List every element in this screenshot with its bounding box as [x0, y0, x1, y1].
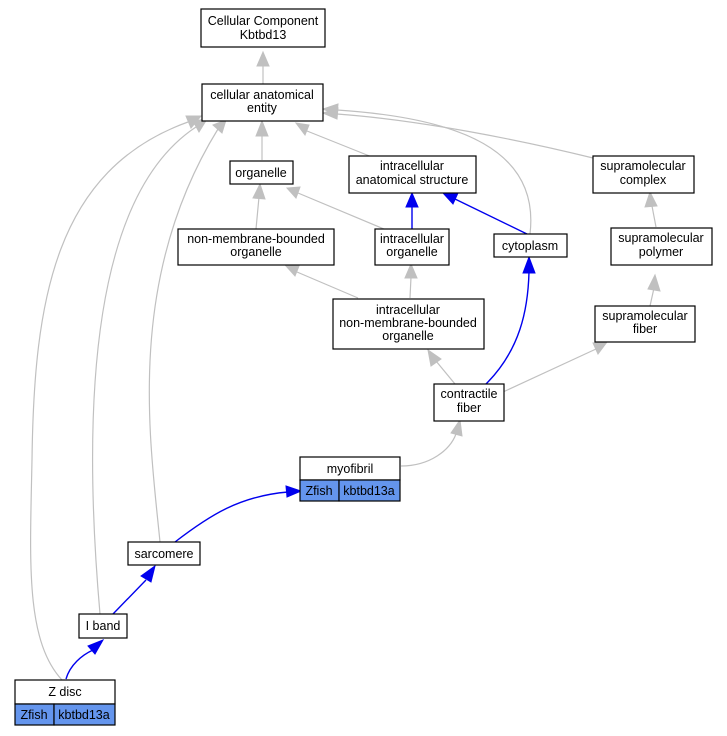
- node-label: Kbtbd13: [240, 28, 287, 42]
- edge-supcomplex-to-cae: [336, 113, 594, 159]
- node-label: supramolecular: [602, 309, 687, 323]
- node-intracellular-organelle[interactable]: intracellular organelle: [374, 228, 450, 266]
- node-label: intracellular: [380, 159, 444, 173]
- node-label: Cellular Component: [208, 14, 319, 28]
- arrowhead: [255, 119, 269, 137]
- node-cytoplasm[interactable]: cytoplasm: [493, 233, 568, 258]
- edge-inmbo-to-io: [409, 276, 412, 299]
- nodes: Cellular Component Kbtbd13 cellular anat…: [14, 8, 713, 726]
- node-label: entity: [247, 101, 278, 115]
- annotation-gene: kbtbd13a: [58, 708, 109, 722]
- node-label: contractile: [441, 387, 498, 401]
- node-cellular-anatomical-entity[interactable]: cellular anatomical entity: [201, 83, 324, 122]
- arrowhead: [252, 182, 266, 200]
- node-label: non-membrane-bounded: [339, 316, 477, 330]
- arrowhead: [441, 192, 459, 205]
- node-label: organelle: [382, 329, 433, 343]
- node-label: complex: [620, 173, 667, 187]
- node-label: cellular anatomical: [210, 88, 314, 102]
- annotation-species: Zfish: [305, 484, 332, 498]
- node-supramolecular-fiber[interactable]: supramolecular fiber: [594, 305, 696, 343]
- arrowhead: [212, 119, 227, 134]
- arrowhead: [450, 418, 463, 437]
- node-label: non-membrane-bounded: [187, 232, 325, 246]
- arrowhead: [522, 255, 536, 274]
- edge-io-to-organelle: [297, 192, 385, 230]
- arrowhead: [592, 341, 609, 355]
- arrowhead: [192, 118, 208, 133]
- node-sarcomere[interactable]: sarcomere: [127, 541, 201, 566]
- node-label: polymer: [639, 245, 683, 259]
- edge-suppolymer-to-supcomplex: [651, 205, 657, 228]
- node-z-disc[interactable]: Z disc Zfish kbtbd13a: [14, 679, 116, 726]
- annotation-species: Zfish: [20, 708, 47, 722]
- arrowhead: [294, 122, 310, 137]
- arrowhead: [404, 262, 418, 279]
- node-label: Z disc: [48, 685, 81, 699]
- node-label: intracellular: [376, 303, 440, 317]
- node-supramolecular-polymer[interactable]: supramolecular polymer: [610, 227, 713, 266]
- arrowhead: [285, 186, 301, 199]
- edge-nmbo-to-organelle: [255, 196, 260, 230]
- node-contractile-fiber[interactable]: contractile fiber: [433, 383, 505, 422]
- edge-contractile-to-cytoplasm: [485, 271, 530, 385]
- node-label: organelle: [386, 245, 437, 259]
- arrowhead: [405, 191, 419, 208]
- node-cellular-component[interactable]: Cellular Component Kbtbd13: [200, 8, 326, 48]
- edge-sarcomere-to-cae: [148, 128, 219, 543]
- node-supramolecular-complex[interactable]: supramolecular complex: [592, 155, 695, 194]
- edge-iband-to-sarcomere: [112, 579, 147, 615]
- node-label: myofibril: [327, 462, 374, 476]
- node-intracellular-anatomical-structure[interactable]: intracellular anatomical structure: [348, 155, 477, 194]
- arrowhead: [140, 564, 156, 583]
- node-intracellular-non-membrane-bounded-organelle[interactable]: intracellular non-membrane-bounded organ…: [332, 298, 485, 350]
- edge-zdisc-to-iband: [65, 649, 94, 680]
- edge-supfiber-to-suppolymer: [649, 287, 655, 307]
- edge-contractile-to-inmbo: [435, 360, 456, 385]
- edge-ias-to-cae: [306, 130, 373, 158]
- edge-cytoplasm-to-cae: [336, 109, 532, 235]
- arrowhead: [87, 639, 105, 655]
- arrowhead: [284, 265, 300, 277]
- node-organelle[interactable]: organelle: [229, 160, 294, 185]
- arrowhead: [256, 50, 270, 67]
- arrowhead: [647, 273, 661, 292]
- arrowhead: [644, 190, 658, 208]
- edge-sarcomere-to-myofibril: [174, 491, 289, 543]
- node-i-band[interactable]: I band: [78, 613, 128, 639]
- node-label: fiber: [633, 322, 657, 336]
- edge-inmbo-to-nmbo: [296, 271, 359, 299]
- arrowhead: [185, 115, 203, 129]
- edge-contractile-to-supfiber: [502, 348, 597, 393]
- arrowhead: [321, 103, 339, 116]
- edges: [30, 50, 661, 681]
- annotation-gene: kbtbd13a: [343, 484, 394, 498]
- node-label: fiber: [457, 401, 481, 415]
- node-myofibril[interactable]: myofibril Zfish kbtbd13a: [299, 456, 401, 502]
- node-label: I band: [86, 619, 121, 633]
- node-label: organelle: [235, 166, 286, 180]
- arrowhead: [427, 348, 442, 367]
- node-label: sarcomere: [134, 547, 193, 561]
- arrowhead: [285, 485, 303, 498]
- node-label: supramolecular: [600, 159, 685, 173]
- node-label: anatomical structure: [356, 173, 469, 187]
- node-non-membrane-bounded-organelle[interactable]: non-membrane-bounded organelle: [177, 228, 335, 266]
- edge-zdisc-to-cae: [30, 121, 189, 681]
- edge-myofibril-to-contractile: [400, 433, 457, 467]
- edge-cytoplasm-to-ias: [454, 198, 528, 235]
- node-label: intracellular: [380, 232, 444, 246]
- edge-iband-to-cae: [91, 126, 197, 615]
- node-label: organelle: [230, 245, 281, 259]
- node-label: supramolecular: [618, 231, 703, 245]
- node-label: cytoplasm: [502, 239, 558, 253]
